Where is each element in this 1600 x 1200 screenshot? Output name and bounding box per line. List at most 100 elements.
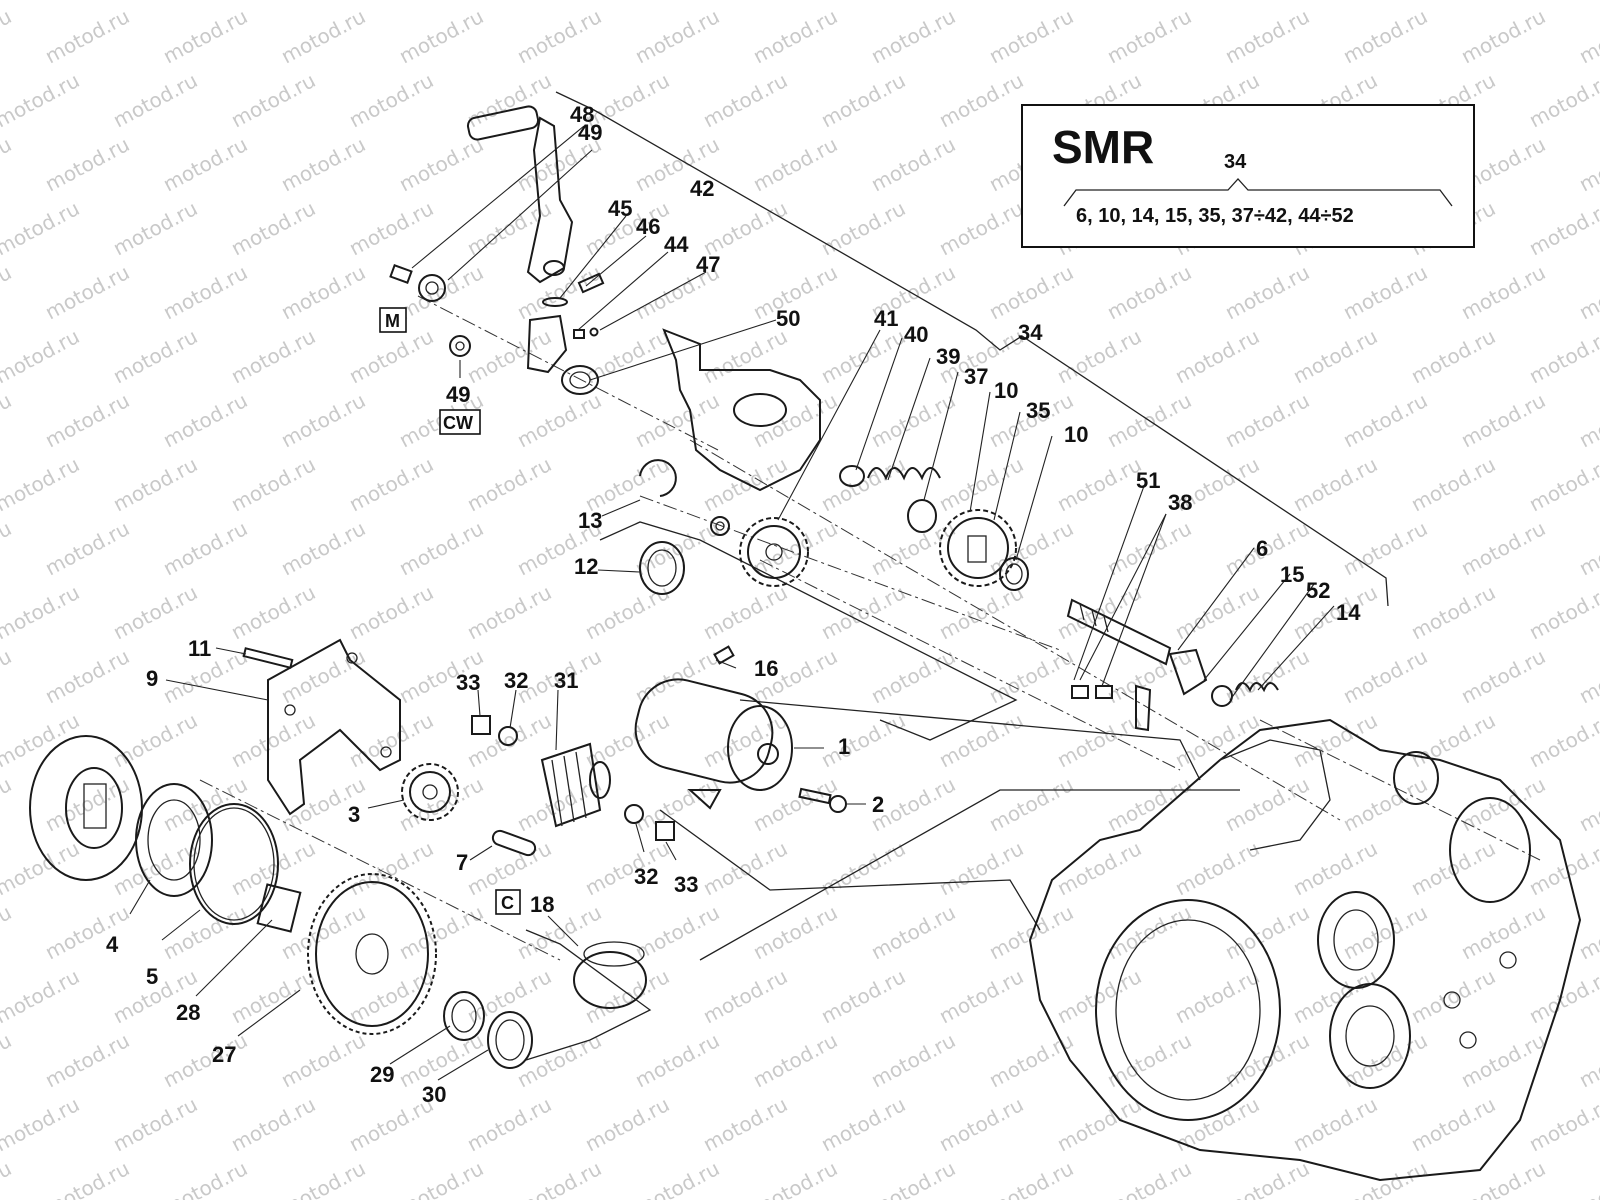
watermark-text: motod.ru	[513, 900, 605, 964]
watermark-text: motod.ru	[935, 964, 1027, 1028]
watermark-text: motod.ru	[0, 132, 15, 196]
watermark-text: motod.ru	[581, 452, 673, 516]
watermark-text: motod.ru	[817, 196, 909, 260]
watermark-text: motod.ru	[159, 1028, 251, 1092]
callout-10-lower: 10	[1064, 422, 1088, 447]
callout-30: 30	[422, 1082, 446, 1107]
watermark-text: motod.ru	[109, 196, 201, 260]
kick-shaft-assembly	[1066, 598, 1279, 732]
watermark-text: motod.ru	[463, 68, 555, 132]
watermark-text: motod.ru	[1525, 1092, 1600, 1156]
watermark-text: motod.ru	[227, 68, 319, 132]
watermark-text: motod.ru	[0, 388, 15, 452]
callout-1: 1	[838, 734, 850, 759]
watermark-text: motod.ru	[1525, 836, 1600, 900]
watermark-text: motod.ru	[109, 580, 201, 644]
watermark-text: motod.ru	[935, 708, 1027, 772]
watermark-text: motod.ru	[41, 1028, 133, 1092]
watermark-text: motod.ru	[0, 580, 83, 644]
watermark-text: motod.ru	[935, 836, 1027, 900]
watermark-text: motod.ru	[513, 4, 605, 68]
watermark-text: motod.ru	[1339, 1156, 1431, 1200]
callout-41: 41	[874, 306, 898, 331]
watermark-text: motod.ru	[985, 4, 1077, 68]
watermark-text: motod.ru	[1525, 196, 1600, 260]
watermark-text: motod.ru	[277, 260, 369, 324]
watermark-text: motod.ru	[935, 452, 1027, 516]
starter-clutch-assembly	[29, 735, 437, 1035]
watermark-text: motod.ru	[41, 388, 133, 452]
watermark-text: motod.ru	[1407, 452, 1499, 516]
watermark-text: motod.ru	[817, 452, 909, 516]
watermark-text: motod.ru	[345, 580, 437, 644]
watermark-text: motod.ru	[1339, 388, 1431, 452]
watermark-text: motod.ru	[277, 4, 369, 68]
watermark-text: motod.ru	[581, 708, 673, 772]
watermark-text: motod.ru	[1339, 260, 1431, 324]
watermark-text: motod.ru	[1171, 836, 1263, 900]
watermark-text: motod.ru	[277, 132, 369, 196]
tag-cw-text: CW	[443, 413, 473, 433]
tag-m: M	[379, 307, 407, 333]
watermark-text: motod.ru	[0, 0, 83, 4]
watermark-text: motod.ru	[109, 324, 201, 388]
watermark-text: motod.ru	[631, 644, 723, 708]
watermark-text: motod.ru	[277, 388, 369, 452]
callout-44: 44	[664, 232, 689, 257]
watermark-text: motod.ru	[1575, 4, 1600, 68]
crankcase	[1028, 718, 1582, 1182]
watermark-text: motod.ru	[1289, 836, 1381, 900]
watermark-text: motod.ru	[867, 900, 959, 964]
callout-46: 46	[636, 214, 660, 239]
watermark-text: motod.ru	[867, 644, 959, 708]
callout-42: 42	[690, 176, 714, 201]
watermark-text: motod.ru	[1457, 644, 1549, 708]
watermark-text: motod.ru	[1289, 324, 1381, 388]
watermark-text: motod.ru	[867, 132, 959, 196]
watermark-text: motod.ru	[0, 324, 83, 388]
watermark-text: motod.ru	[1053, 964, 1145, 1028]
callout-28: 28	[176, 1000, 200, 1025]
watermark-text: motod.ru	[1289, 964, 1381, 1028]
watermark-text: motod.ru	[581, 836, 673, 900]
watermark-text: motod.ru	[1575, 132, 1600, 196]
assembly-axes	[199, 295, 1541, 961]
watermark-text: motod.ru	[1407, 0, 1499, 4]
callout-labels: 48 49 42 45 46 44 47 50 49 41 40 34 39 3…	[106, 102, 1361, 1107]
watermark-text: motod.ru	[41, 132, 133, 196]
watermark-text: motod.ru	[109, 1092, 201, 1156]
starter-motor	[634, 645, 847, 813]
watermark-text: motod.ru	[749, 1028, 841, 1092]
watermark-text: motod.ru	[985, 1028, 1077, 1092]
tag-c: C	[495, 889, 521, 915]
watermark-text: motod.ru	[1053, 0, 1145, 4]
watermark-text: motod.ru	[0, 964, 83, 1028]
watermark-text: motod.ru	[1407, 1092, 1499, 1156]
watermark-text: motod.ru	[699, 836, 791, 900]
watermark-text: motod.ru	[0, 644, 15, 708]
watermark-text: motod.ru	[395, 1156, 487, 1200]
watermark-text: motod.ru	[395, 900, 487, 964]
legend-box: SMR 34 6, 10, 14, 15, 35, 37÷42, 44÷52	[1021, 104, 1475, 248]
watermark-text: motod.ru	[985, 900, 1077, 964]
watermark-text: motod.ru	[817, 68, 909, 132]
watermark-text: motod.ru	[699, 324, 791, 388]
watermark-text: motod.ru	[463, 196, 555, 260]
watermark-text: motod.ru	[1103, 4, 1195, 68]
watermark-text: motod.ru	[699, 68, 791, 132]
watermark-text: motod.ru	[1457, 4, 1549, 68]
watermark-text: motod.ru	[985, 260, 1077, 324]
watermark-text: motod.ru	[227, 708, 319, 772]
watermark-text: motod.ru	[159, 388, 251, 452]
legend-title: SMR	[1052, 121, 1154, 173]
watermark-text: motod.ru	[0, 900, 15, 964]
watermark-text: motod.ru	[159, 260, 251, 324]
watermark-text: motod.ru	[631, 772, 723, 836]
callout-33-top: 33	[456, 670, 480, 695]
watermark-text: motod.ru	[345, 708, 437, 772]
watermark-text: motod.ru	[1171, 1092, 1263, 1156]
kick-gear-assembly	[639, 459, 1029, 595]
watermark-text: motod.ru	[277, 1156, 369, 1200]
watermark-text: motod.ru	[1053, 452, 1145, 516]
